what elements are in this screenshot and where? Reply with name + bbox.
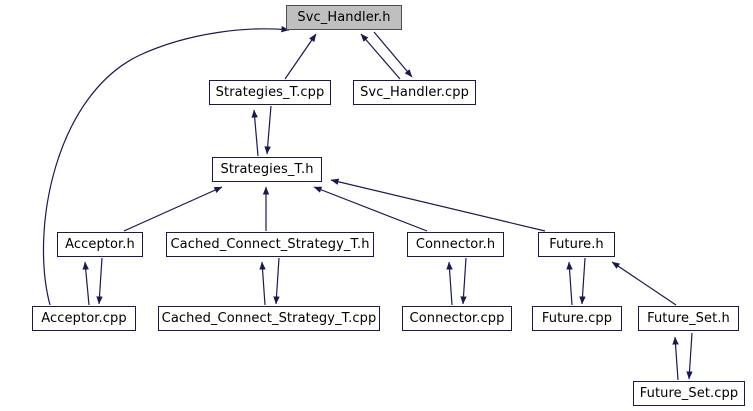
- edge-strategies-t-cpp-to-svc-handler-h: [284, 33, 317, 80]
- edge-future-set-cpp-to-future-set-h: [672, 336, 679, 381]
- edge-acceptor-cpp-to-acceptor-h: [82, 261, 90, 306]
- graph-node-label: Cached_Connect_Strategy_T.cpp: [161, 311, 377, 326]
- graph-node-acceptor_h[interactable]: Acceptor.h: [57, 232, 143, 257]
- graph-node-label: Cached_Connect_Strategy_T.h: [170, 237, 370, 252]
- graph-node-svc_handler_cpp[interactable]: Svc_Handler.cpp: [353, 80, 476, 105]
- graph-node-label: Connector.cpp: [409, 311, 505, 326]
- graph-node-label: Acceptor.h: [65, 237, 135, 252]
- edge-strategies-t-h-to-strategies-t-cpp: [251, 109, 259, 157]
- edge-connector-h-to-connector-cpp: [460, 257, 467, 305]
- edge-acceptor-h-to-strategies-t-h: [123, 186, 223, 232]
- graph-node-label: Strategies_T.h: [220, 162, 314, 177]
- graph-node-strategies_t_h[interactable]: Strategies_T.h: [212, 157, 322, 182]
- graph-node-label: Connector.h: [415, 237, 496, 252]
- graph-node-connector_cpp[interactable]: Connector.cpp: [402, 306, 512, 331]
- graph-node-label: Future_Set.h: [647, 311, 730, 326]
- edge-strategies-t-cpp-to-strategies-t-h: [264, 105, 272, 155]
- graph-node-connector_h[interactable]: Connector.h: [407, 232, 504, 257]
- graph-node-ccs_t_h[interactable]: Cached_Connect_Strategy_T.h: [166, 232, 374, 257]
- graph-node-acceptor_cpp[interactable]: Acceptor.cpp: [32, 306, 136, 331]
- graph-node-svc_handler_h[interactable]: Svc_Handler.h: [286, 5, 402, 30]
- graph-node-label: Future.cpp: [541, 311, 613, 326]
- edge-acceptor-cpp-to-svc-handler-h: [42, 26, 290, 306]
- edge-ccs-t-h-to-ccs-t-cpp: [273, 257, 280, 305]
- graph-node-future_cpp[interactable]: Future.cpp: [532, 306, 622, 331]
- graph-node-strategies_t_cpp[interactable]: Strategies_T.cpp: [209, 80, 331, 105]
- graph-node-label: Future_Set.cpp: [639, 386, 739, 401]
- graph-node-label: Strategies_T.cpp: [215, 85, 325, 100]
- edge-ccs-t-cpp-to-ccs-t-h: [259, 261, 266, 306]
- edge-future-cpp-to-future-h: [566, 261, 573, 306]
- graph-node-future_set_h[interactable]: Future_Set.h: [638, 306, 739, 331]
- edge-connector-h-to-strategies-t-h: [313, 186, 428, 232]
- graph-node-future_h[interactable]: Future.h: [538, 232, 615, 257]
- graph-node-label: Svc_Handler.cpp: [360, 85, 469, 100]
- graph-node-label: Svc_Handler.h: [297, 10, 391, 25]
- edge-future-h-to-strategies-t-h: [330, 178, 546, 232]
- graph-node-future_set_cpp[interactable]: Future_Set.cpp: [633, 381, 745, 406]
- graph-node-label: Future.h: [549, 237, 604, 252]
- edge-svc-handler-cpp-to-svc-handler-h: [360, 33, 401, 80]
- edge-future-set-h-to-future-h: [611, 261, 677, 306]
- edge-svc-handler-h-to-svc-handler-cpp: [373, 31, 413, 78]
- edge-future-h-to-future-cpp: [579, 257, 586, 305]
- edge-acceptor-h-to-acceptor-cpp: [96, 257, 103, 305]
- graph-node-label: Acceptor.cpp: [41, 311, 127, 326]
- edge-future-set-h-to-future-set-cpp: [686, 332, 693, 380]
- graph-node-ccs_t_cpp[interactable]: Cached_Connect_Strategy_T.cpp: [158, 306, 380, 331]
- edge-connector-cpp-to-connector-h: [446, 261, 453, 306]
